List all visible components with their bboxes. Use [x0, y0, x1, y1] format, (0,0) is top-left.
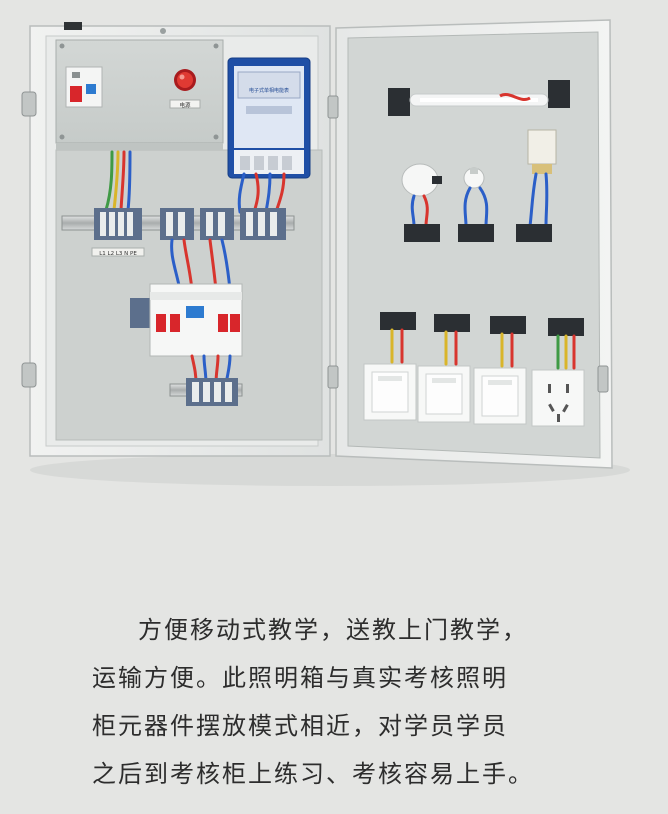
starter	[527, 129, 557, 174]
caption: 方便移动式教学，送教上门教学， 运输方便。此照明箱与真实考核照明 柜元器件摆放模…	[92, 606, 592, 798]
door-terminals-lower	[380, 312, 584, 336]
wire-bundle-upper	[104, 150, 286, 214]
door-wires-upper	[410, 172, 549, 228]
leakage-breaker	[65, 66, 103, 108]
circuit-breaker-group	[130, 283, 243, 357]
wall-switch-1	[363, 363, 417, 421]
indicator-tag: 电源	[179, 101, 191, 109]
buzzer	[401, 163, 442, 197]
energy-meter: 电子式单相电能表	[227, 57, 311, 179]
terminal-blocks-lower	[186, 378, 238, 406]
top-cover-plate: 电源	[55, 39, 224, 144]
wall-switch-2	[417, 365, 471, 423]
wall-switch-3	[473, 367, 527, 425]
power-indicator-lamp: 电源	[169, 69, 201, 109]
wall-socket	[531, 369, 585, 427]
door-wires-lower	[390, 328, 576, 370]
lamp-holder	[463, 167, 485, 189]
hinge-top	[21, 91, 37, 117]
caption-line-3: 柜元器件摆放模式相近，对学员学员	[92, 712, 508, 740]
door-terminals-upper	[404, 224, 552, 242]
meter-face-text: 电子式单相电能表	[249, 87, 289, 94]
fluorescent-tube	[388, 80, 570, 116]
terminal-tag: L1 L2 L3 N PE	[99, 251, 137, 257]
caption-line-2: 运输方便。此照明箱与真实考核照明	[92, 664, 508, 692]
caption-line-1: 方便移动式教学，送教上门教学，	[138, 616, 528, 644]
hinge-bottom	[21, 362, 37, 388]
terminal-blocks-upper	[94, 208, 286, 240]
caption-line-4: 之后到考核柜上练习、考核容易上手。	[92, 760, 534, 788]
cabinet-photo: 电源 电子式单相电能表	[21, 19, 630, 486]
